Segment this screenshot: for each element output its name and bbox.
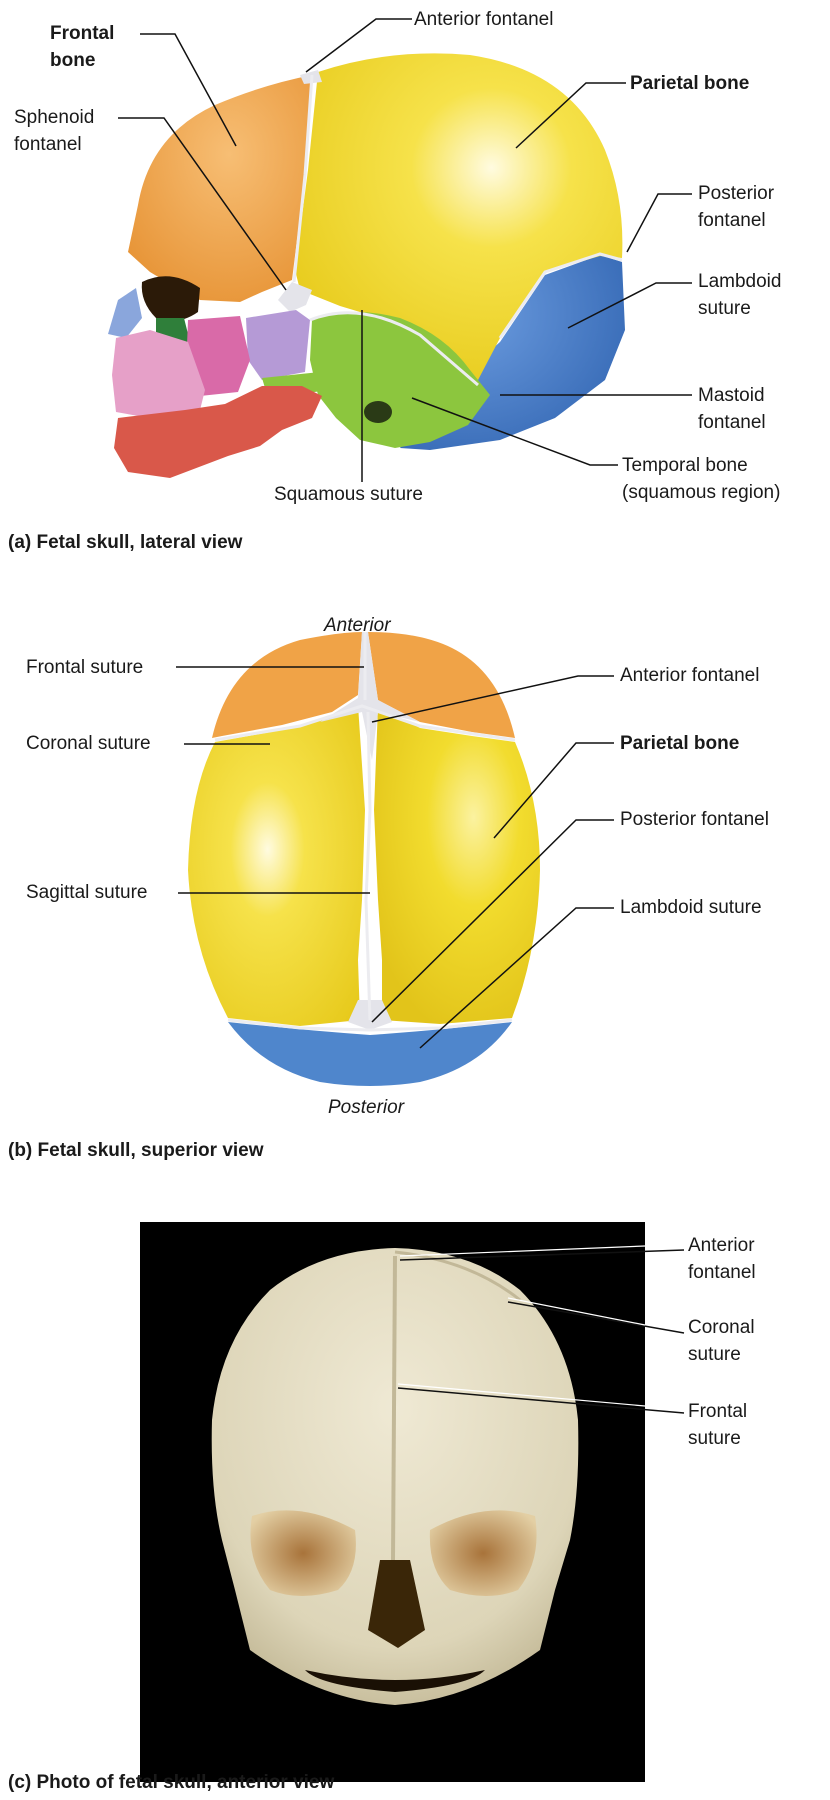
sagittal-suture-line-b (364, 711, 372, 1021)
label-frontal-bone: Frontal bone (50, 23, 115, 71)
label-parietal-bone-b: Parietal bone (620, 733, 740, 754)
lambdoid-suture-line-b (227, 1018, 513, 1032)
label-anterior-fontanel-b: Anterior fontanel (620, 665, 760, 686)
parietal-bone-shape (295, 53, 623, 380)
zygomatic-bone-shape (186, 316, 250, 396)
caption-panel-c: (c) Photo of fetal skull, anterior view (8, 1772, 335, 1793)
leader-anterior-fontanel-b (371, 675, 614, 723)
label-anterior-fontanel-c: Anterior fontanel (688, 1235, 756, 1283)
panel-a-illustration (108, 53, 625, 478)
sphenoid-bone-shape (246, 310, 310, 380)
leader-parietal-bone-b (493, 742, 614, 839)
maxilla-shape (112, 330, 205, 418)
mandible-shape (114, 386, 322, 478)
anterior-fontanel-shape-b (320, 632, 420, 760)
frontal-bone-shape-b-right (368, 632, 515, 738)
leader-posterior-fontanel-b (371, 819, 614, 1023)
frontal-bone-shape (128, 75, 312, 302)
label-frontal-suture-c: Frontal suture (688, 1401, 748, 1449)
coronal-suture-line-b (214, 704, 516, 742)
parietal-bone-shape-b-left (188, 705, 365, 1026)
left-orbit-shape (250, 1510, 356, 1596)
temporal-bone-shape (310, 311, 490, 448)
leader-lambdoid-suture-a (567, 282, 692, 329)
parietal-bone-shape-b-right (374, 706, 540, 1024)
label-anterior-fontanel-a: Anterior fontanel (414, 9, 554, 30)
coronal-suture-line-a (292, 74, 314, 283)
label-posterior-fontanel-b: Posterior fontanel (620, 809, 769, 830)
leader-parietal-bone-a (515, 82, 626, 149)
label-posterior: Posterior (328, 1097, 405, 1118)
label-anterior: Anterior (324, 615, 391, 636)
label-lambdoid-suture-b: Lambdoid suture (620, 897, 762, 918)
leader-anterior-fontanel-c (399, 1249, 685, 1261)
leader-anterior-fontanel-a (305, 18, 412, 73)
label-temporal-bone: Temporal bone (squamous region) (622, 455, 781, 503)
squamous-suture-line-a (309, 311, 479, 387)
lambdoid-suture-line-a (498, 252, 623, 339)
frontal-bone-shape-b-left (212, 632, 362, 738)
leader-temporal-bone (411, 397, 618, 466)
leader-coronal-suture-c-white (507, 1297, 646, 1326)
coronal-suture-photo-line (394, 1250, 521, 1302)
label-posterior-fontanel-a: Posterior fontanel (698, 183, 775, 231)
label-sagittal-suture-b: Sagittal suture (26, 882, 148, 903)
orbit-shape (141, 276, 200, 321)
leader-frontal-bone (140, 33, 237, 147)
caption-panel-b: (b) Fetal skull, superior view (8, 1140, 264, 1161)
label-mastoid-fontanel: Mastoid fontanel (698, 385, 766, 433)
leader-anterior-fontanel-c-white (399, 1245, 646, 1257)
frontal-suture-photo-line (391, 1255, 397, 1561)
occipital-bone-shape-b (228, 1022, 512, 1086)
nasal-aperture-shape (368, 1560, 425, 1648)
label-coronal-suture-b: Coronal suture (26, 733, 151, 754)
leader-lines-white (397, 1245, 646, 1407)
label-squamous-suture: Squamous suture (274, 484, 423, 505)
mouth-shape (305, 1670, 485, 1692)
panel-c-photo (140, 1222, 645, 1782)
label-sphenoid-fontanel: Sphenoid fontanel (14, 107, 95, 155)
leader-coronal-suture-c (507, 1301, 685, 1334)
label-parietal-bone-a: Parietal bone (630, 73, 750, 94)
leader-lines (118, 18, 692, 1414)
leader-sphenoid-fontanel (118, 117, 287, 291)
leader-frontal-suture-c-white (397, 1383, 646, 1407)
label-frontal-suture-b: Frontal suture (26, 657, 144, 678)
leader-posterior-fontanel-a (626, 193, 692, 253)
caption-panel-a: (a) Fetal skull, lateral view (8, 532, 243, 553)
nasal-bone-shape (108, 288, 142, 338)
panel-b-illustration (188, 632, 540, 1086)
leader-frontal-suture-c (397, 1387, 685, 1414)
right-orbit-shape (429, 1510, 537, 1596)
leader-lambdoid-suture-b (419, 907, 614, 1049)
label-coronal-suture-c: Coronal suture (688, 1317, 755, 1365)
label-lambdoid-suture-a: Lambdoid suture (698, 271, 782, 319)
external-acoustic-meatus (364, 401, 392, 423)
